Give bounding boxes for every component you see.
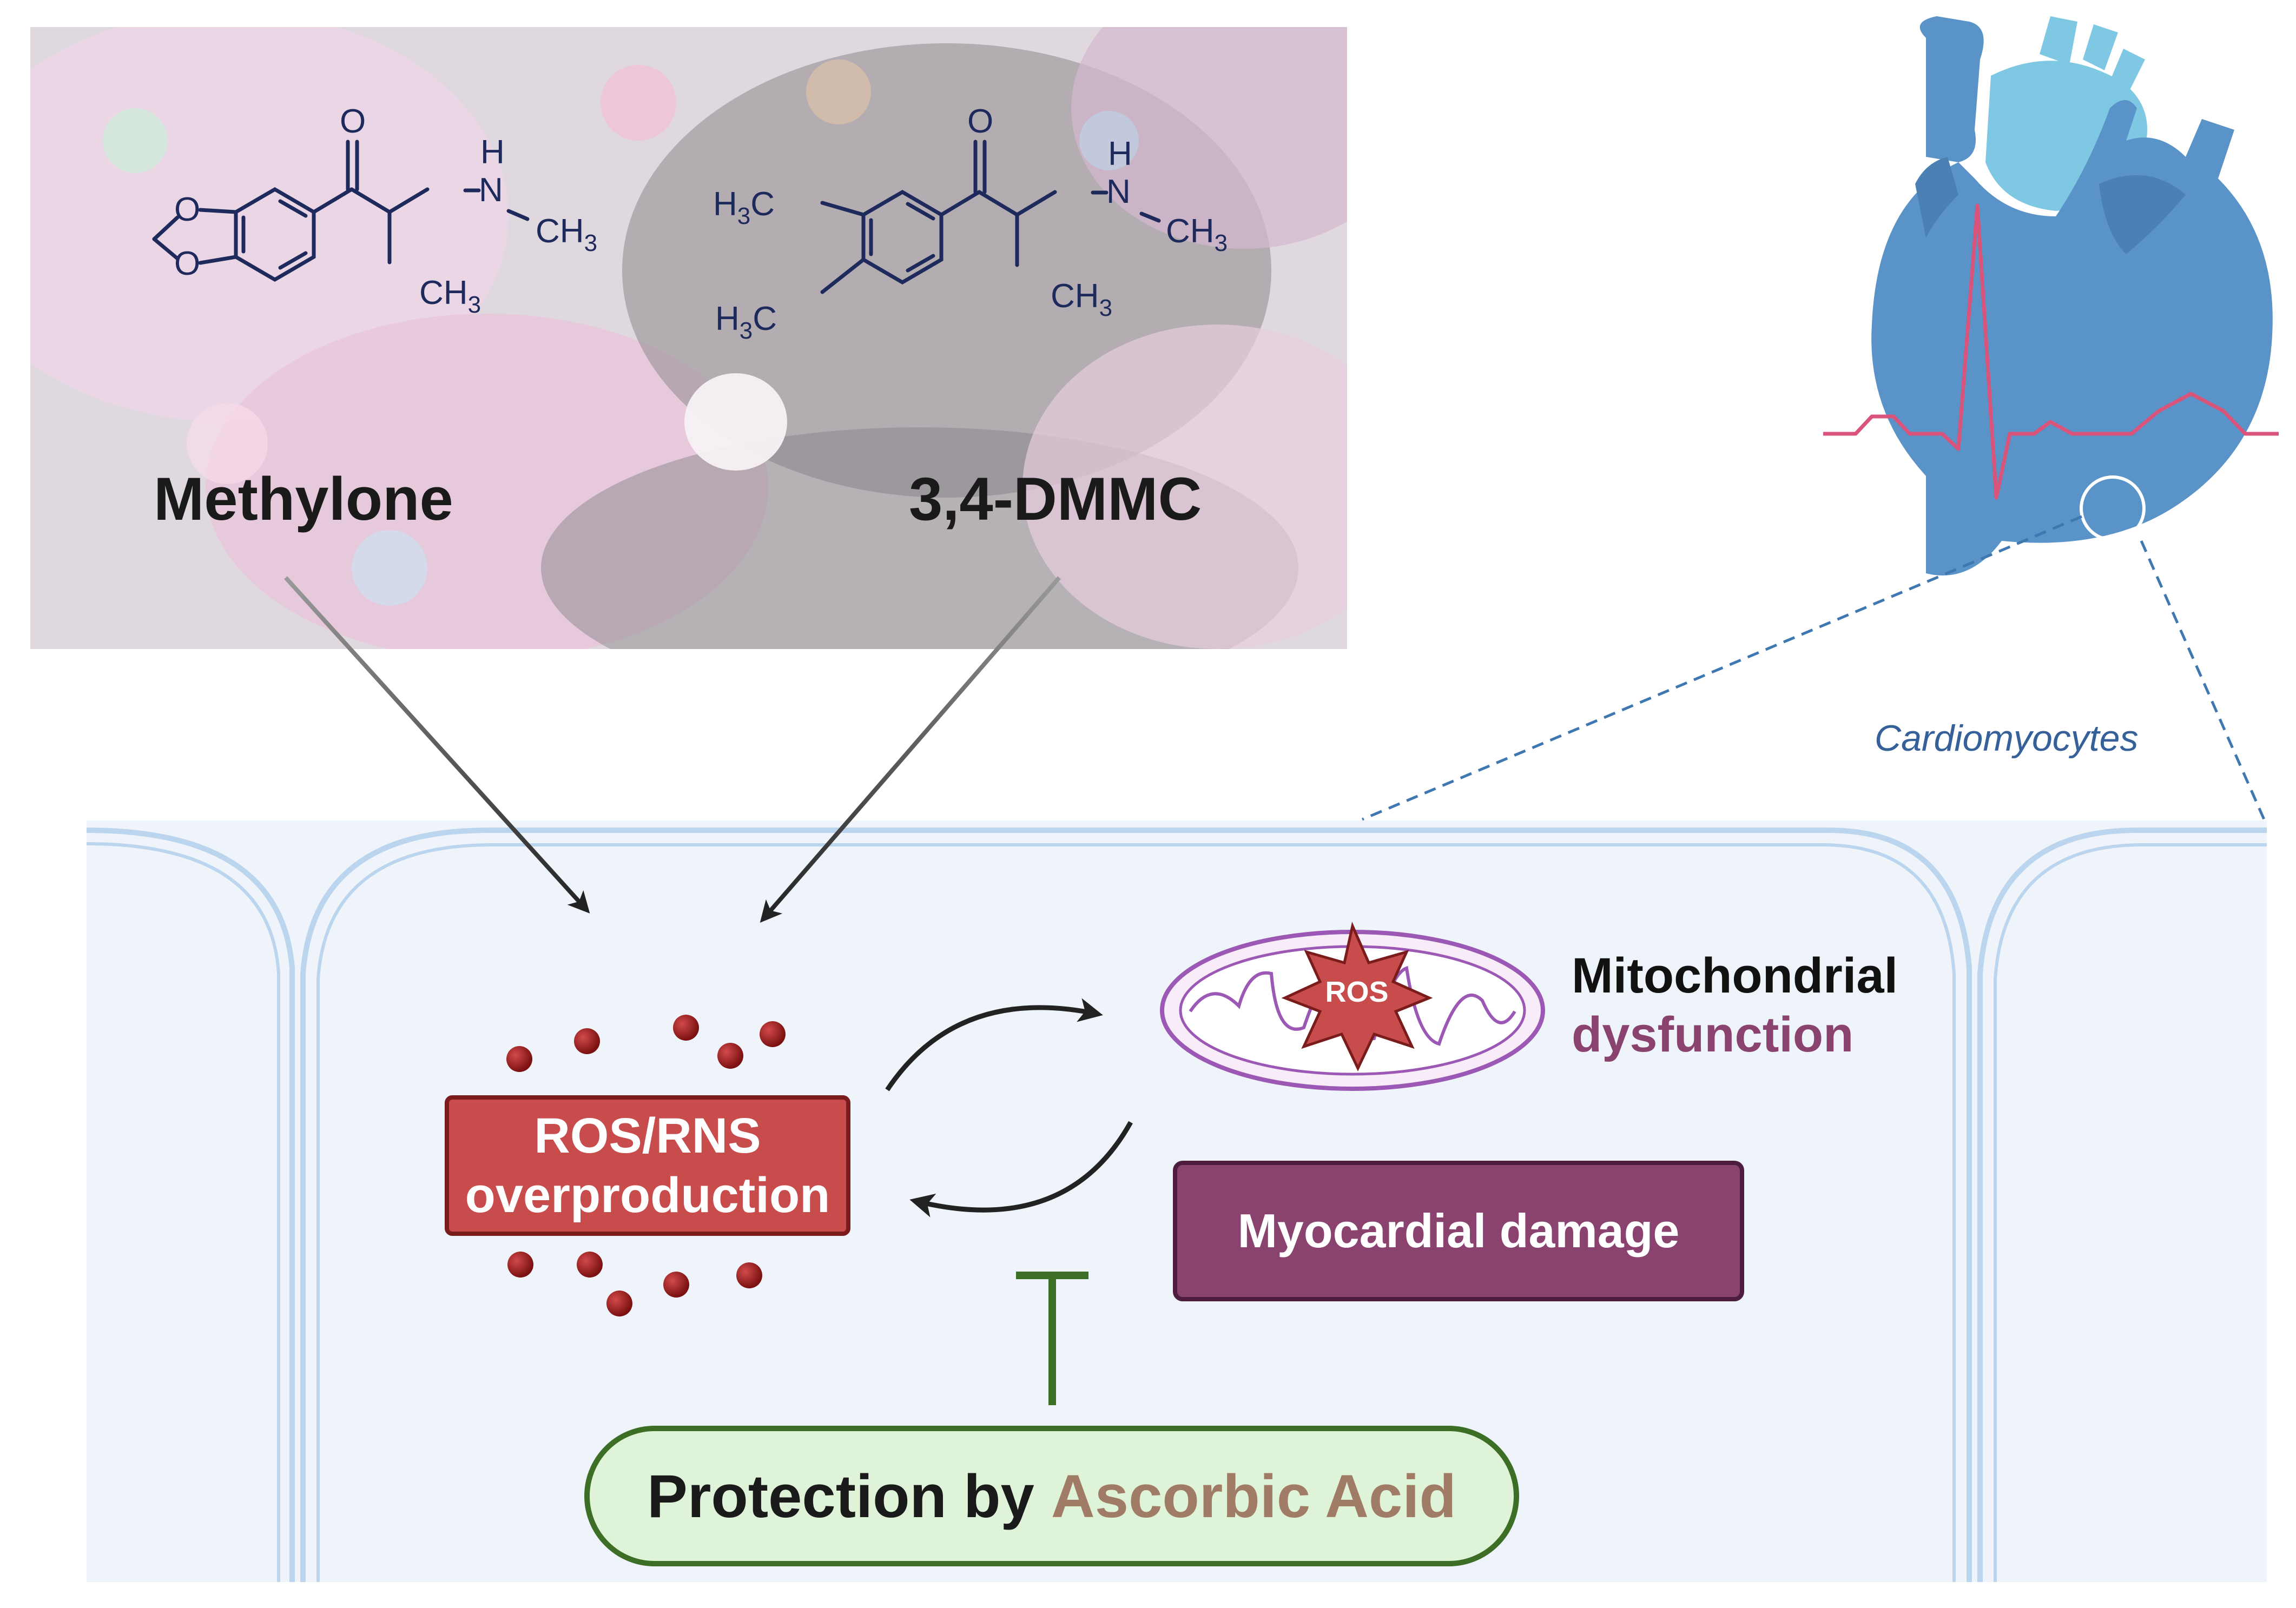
dmmc-n: N	[1106, 173, 1131, 210]
methylone-structure	[152, 140, 530, 282]
mitochondrial-dysfunction-label: Mitochondrial dysfunction	[1572, 947, 1898, 1064]
dmmc-h3c-bottom: H3C	[715, 300, 777, 344]
ascorbic-acid-label: Ascorbic Acid	[1051, 1462, 1456, 1530]
methylone-o-ring-top: O	[174, 191, 200, 228]
ros-rns-line2: overproduction	[465, 1168, 830, 1223]
protection-box: Protection by Ascorbic Acid	[584, 1426, 1519, 1566]
dmmc-arrow	[760, 576, 1061, 923]
dmmc-h: H	[1108, 135, 1132, 173]
ros-burst-label: ROS	[1325, 976, 1388, 1008]
dmmc-ch3-c: CH3	[1051, 277, 1112, 321]
arrow-to-mitochondria	[885, 998, 1103, 1091]
ros-rns-line1: ROS/RNS	[534, 1108, 761, 1163]
methylone-h: H	[480, 134, 505, 171]
protection-prefix: Protection by	[647, 1462, 1051, 1530]
methylone-o-ring-bottom: O	[174, 245, 200, 282]
heart-icon	[1871, 16, 2273, 575]
methylone-arrow	[284, 576, 590, 914]
mito-label-line2: dysfunction	[1572, 1007, 1854, 1062]
methylone-n: N	[479, 171, 503, 209]
dmmc-ch3-n: CH3	[1166, 213, 1228, 256]
methylone-ch3-n: CH3	[536, 213, 597, 256]
zoom-dashed-lines	[1362, 515, 2266, 821]
ros-rns-box: ROS/RNS overproduction	[445, 1095, 850, 1236]
methylone-ch3-c: CH3	[419, 274, 481, 318]
mitochondrion-icon: ROS	[1160, 922, 1545, 1091]
methylone-o-ketone: O	[340, 103, 366, 140]
dmmc-o-ketone: O	[967, 103, 993, 140]
methylone-name: Methylone	[154, 465, 453, 533]
cardiomyocytes-label: Cardiomyocytes	[1875, 718, 2139, 759]
methylone-atom-labels: O O O H N CH3 CH3	[174, 103, 597, 318]
ros-particles	[506, 1015, 786, 1316]
inhibition-t-bar	[1016, 1272, 1088, 1405]
myocardial-damage-label: Myocardial damage	[1237, 1204, 1680, 1258]
mito-label-line1: Mitochondrial	[1572, 948, 1898, 1003]
arrow-back-to-ros	[909, 1121, 1133, 1217]
dmmc-structure	[820, 140, 1161, 294]
dmmc-name: 3,4-DMMC	[909, 465, 1202, 533]
myocardial-damage-box: Myocardial damage	[1173, 1161, 1744, 1301]
pill-background-image	[30, 27, 1347, 649]
ros-burst-icon	[1281, 922, 1433, 1071]
ecg-trace	[1823, 203, 2279, 500]
dmmc-h3c-top: H3C	[713, 186, 775, 229]
dmmc-atom-labels: O H N CH3 CH3 H3C H3C	[713, 103, 1228, 344]
